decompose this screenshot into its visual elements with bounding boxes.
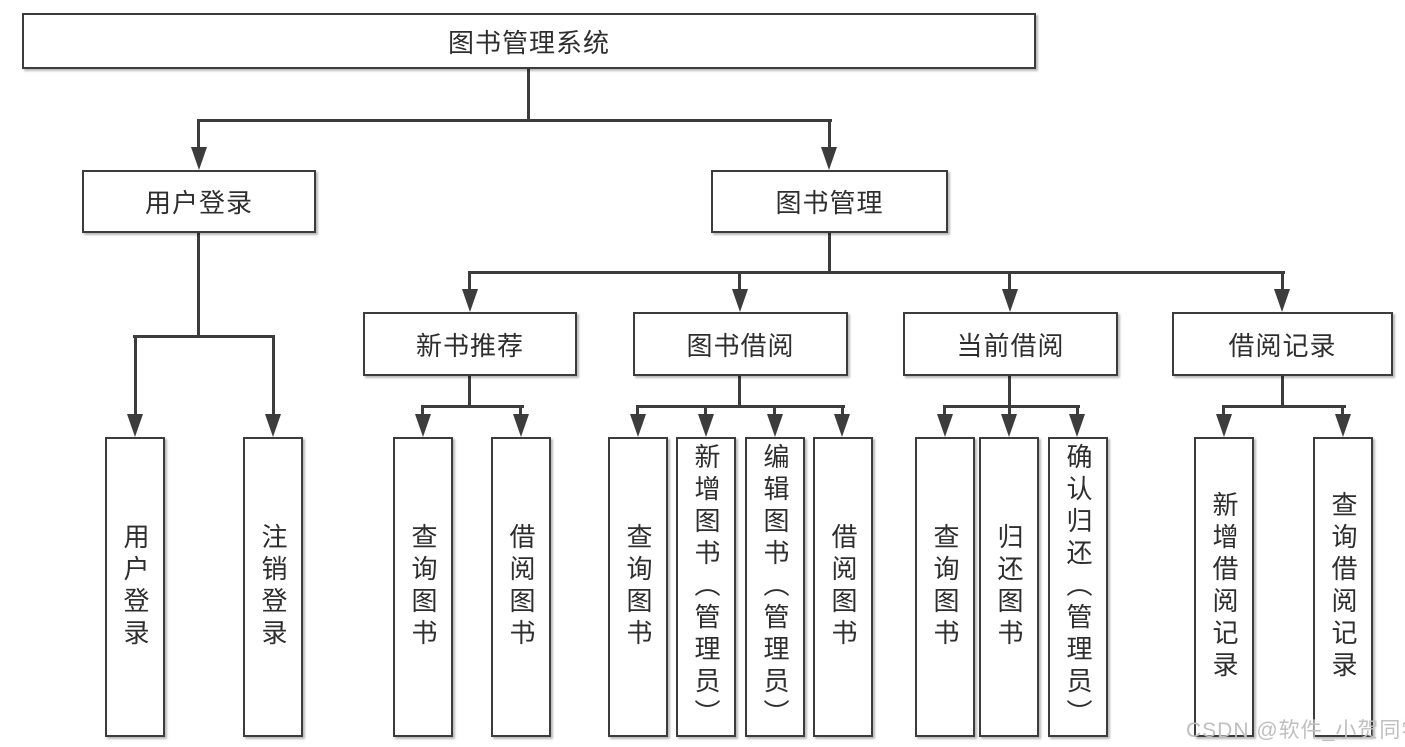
- leaf-confirm-return-admin: 确认归还（管理员）: [1048, 437, 1108, 737]
- node-book-management: 图书管理: [711, 170, 948, 233]
- connector: [943, 405, 946, 418]
- arrow-down-icon: [265, 414, 281, 437]
- connector: [636, 405, 639, 418]
- connector: [1076, 405, 1079, 418]
- leaf-add-books-admin: 新增图书（管理员）: [676, 437, 736, 737]
- arrow-down-icon: [732, 289, 748, 312]
- arrow-down-icon: [1069, 414, 1085, 437]
- leaf-query-books-recommend: 查询图书: [393, 437, 453, 737]
- node-user-login: 用户登录: [82, 170, 316, 233]
- connector: [197, 233, 200, 338]
- leaf-label: 归还图书: [994, 523, 1024, 651]
- node-new-book-recommend: 新书推荐: [363, 312, 577, 376]
- connector: [738, 376, 741, 408]
- leaf-label: 查询图书: [930, 523, 960, 651]
- leaf-label: 借阅图书: [506, 523, 536, 651]
- arrow-down-icon: [767, 414, 783, 437]
- connector: [841, 405, 844, 418]
- leaf-label: 查询图书: [408, 523, 438, 651]
- node-book-borrowing-label: 图书借阅: [686, 330, 795, 361]
- connector: [1341, 405, 1344, 418]
- connector: [468, 376, 471, 408]
- node-book-management-label: 图书管理: [775, 188, 884, 218]
- connector: [943, 405, 1080, 408]
- leaf-edit-books-admin: 编辑图书（管理员）: [745, 437, 805, 737]
- arrow-down-icon: [834, 414, 850, 437]
- arrow-down-icon: [1216, 414, 1232, 437]
- connector: [1008, 405, 1011, 418]
- leaf-query-borrow-record: 查询借阅记录: [1313, 437, 1373, 737]
- arrow-down-icon: [1002, 289, 1018, 312]
- leaf-label: 新增借阅记录: [1209, 491, 1239, 683]
- connector: [704, 405, 707, 418]
- csdn-watermark: CSDN @软件_小贺同学: [1186, 719, 1405, 742]
- connector: [468, 271, 471, 292]
- leaf-logout: 注销登录: [243, 437, 303, 737]
- node-borrowing-records-label: 借阅记录: [1228, 330, 1337, 361]
- connector: [519, 405, 522, 418]
- arrow-down-icon: [1001, 414, 1017, 437]
- node-root-label: 图书管理系统: [447, 27, 610, 58]
- arrow-down-icon: [191, 147, 207, 170]
- connector: [197, 119, 200, 152]
- leaf-label: 借阅图书: [828, 523, 858, 651]
- leaf-add-borrow-record: 新增借阅记录: [1194, 437, 1254, 737]
- connector: [773, 405, 776, 418]
- connector: [636, 405, 845, 408]
- leaf-query-books-current: 查询图书: [915, 437, 975, 737]
- node-current-borrowing: 当前借阅: [903, 312, 1118, 376]
- connector: [738, 271, 741, 292]
- connector: [134, 335, 137, 418]
- arrow-down-icon: [127, 414, 143, 437]
- leaf-label: 用户登录: [120, 523, 150, 651]
- connector: [421, 405, 424, 418]
- leaf-return-books: 归还图书: [979, 437, 1039, 737]
- node-current-borrowing-label: 当前借阅: [956, 330, 1065, 361]
- node-root: 图书管理系统: [22, 13, 1036, 69]
- leaf-borrow-books: 借阅图书: [813, 437, 873, 737]
- arrow-down-icon: [462, 289, 478, 312]
- leaf-user-login: 用户登录: [105, 437, 165, 737]
- connector: [421, 405, 524, 408]
- leaf-label: 查询图书: [623, 523, 653, 651]
- node-borrowing-records: 借阅记录: [1172, 312, 1393, 376]
- connector: [1281, 271, 1284, 292]
- connector: [272, 335, 275, 418]
- arrow-down-icon: [698, 414, 714, 437]
- leaf-label: 注销登录: [258, 523, 288, 651]
- connector: [197, 119, 832, 122]
- leaf-label: 确认归还（管理员）: [1063, 443, 1093, 731]
- node-new-book-recommend-label: 新书推荐: [415, 330, 524, 361]
- leaf-label: 查询借阅记录: [1328, 491, 1358, 683]
- connector: [1008, 271, 1011, 292]
- arrow-down-icon: [630, 414, 646, 437]
- leaf-label: 新增图书（管理员）: [691, 443, 721, 731]
- connector: [133, 335, 275, 338]
- connector: [1222, 405, 1225, 418]
- connector: [828, 119, 831, 152]
- arrow-down-icon: [937, 414, 953, 437]
- connector: [527, 69, 530, 122]
- arrow-down-icon: [1274, 289, 1290, 312]
- arrow-down-icon: [821, 147, 837, 170]
- arrow-down-icon: [513, 414, 529, 437]
- connector: [1008, 376, 1011, 408]
- arrow-down-icon: [415, 414, 431, 437]
- arrow-down-icon: [1335, 414, 1351, 437]
- node-user-login-label: 用户登录: [144, 188, 253, 218]
- node-book-borrowing: 图书借阅: [633, 312, 848, 376]
- connector: [1281, 376, 1284, 408]
- connector: [468, 271, 1285, 274]
- connector: [1222, 405, 1346, 408]
- leaf-borrow-books-recommend: 借阅图书: [491, 437, 551, 737]
- leaf-query-books-borrowing: 查询图书: [608, 437, 668, 737]
- connector: [828, 233, 831, 274]
- leaf-label: 编辑图书（管理员）: [760, 443, 790, 731]
